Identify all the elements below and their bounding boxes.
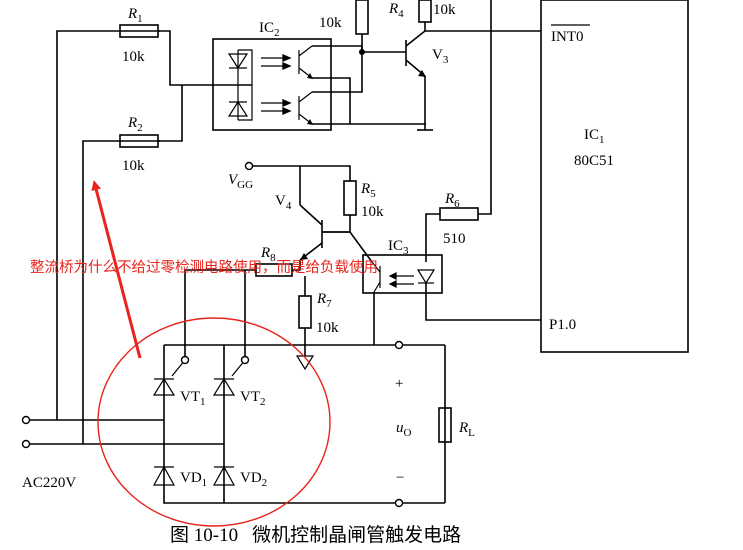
out-terminal-bottom xyxy=(394,498,404,508)
ic2-light-arrows xyxy=(261,54,292,115)
ic3-pt-collector xyxy=(371,261,381,273)
resistor-r4 xyxy=(418,0,432,23)
optocoupler-ic3 xyxy=(362,254,443,294)
ic2-emitter-arrow-1 xyxy=(307,73,313,79)
wire-r6-mcu xyxy=(478,0,492,215)
r1-label: R1 xyxy=(127,6,143,25)
r8-label: R8 xyxy=(260,245,276,264)
mcu-ic1-label: IC1 xyxy=(584,127,605,146)
r4-value: 10k xyxy=(433,2,456,18)
vt1-gate-terminal xyxy=(180,355,190,365)
vd1-label: VD1 xyxy=(180,470,207,489)
ic3-pt-emitter xyxy=(373,281,381,293)
v4-emitter-arrow xyxy=(300,253,308,260)
wire-r8 xyxy=(292,260,301,271)
v3-emitter-arrow xyxy=(418,70,426,77)
wire-r1-ic2 xyxy=(158,30,252,86)
rl-label: RL xyxy=(458,420,475,439)
annotation-text: 整流桥为什么不给过零检测电路使用，而是给负载使用 xyxy=(30,259,378,276)
wire-ac-top xyxy=(30,30,160,421)
diode-vd1 xyxy=(152,465,176,486)
ic3-led xyxy=(416,269,436,285)
ic2-led-bot xyxy=(238,85,253,121)
v4-label: V4 xyxy=(275,193,292,212)
r5-label: R5 xyxy=(360,181,376,200)
r6-label: R6 xyxy=(444,191,460,210)
r7-label: R7 xyxy=(316,291,332,310)
r1-value: 10k xyxy=(122,49,145,65)
uo-label: uO xyxy=(396,420,412,439)
vgg-label: VGG xyxy=(228,172,253,191)
thyristor-vt1 xyxy=(152,377,176,396)
v3-label: V3 xyxy=(432,47,449,66)
ic2-emitter-arrow-2 xyxy=(307,119,313,125)
mcu-chip-label: 80C51 xyxy=(574,153,614,169)
vt2-label: VT2 xyxy=(240,389,266,408)
r6-value: 510 xyxy=(443,231,466,247)
resistor-r5 xyxy=(343,180,357,216)
wire-ic2-emitter xyxy=(312,77,351,125)
mcu-p10-label: P1.0 xyxy=(549,317,576,333)
resistor-rl xyxy=(438,407,452,443)
uo-minus: − xyxy=(396,470,404,486)
ac-terminal-2 xyxy=(21,439,31,449)
v4-collector xyxy=(299,204,323,226)
vt1-label: VT1 xyxy=(180,389,206,408)
uo-plus: + xyxy=(395,376,403,392)
r2-value: 10k xyxy=(122,158,145,174)
ic2-led-top xyxy=(238,49,253,85)
wire-r6-ic3 xyxy=(425,213,440,262)
wire-r2-ic2 xyxy=(158,85,183,142)
thyristor-vt2 xyxy=(212,377,236,396)
wire-bridge-left xyxy=(163,345,445,504)
r2-label: R2 xyxy=(127,115,143,134)
wire-p10 xyxy=(425,283,541,321)
mcu-int0-label: INT0 xyxy=(551,29,584,45)
ic2-label: IC2 xyxy=(259,20,280,39)
vt2-gate-terminal xyxy=(240,355,250,365)
wire-vgg xyxy=(253,165,351,181)
r4-label: R4 xyxy=(388,1,404,20)
resistor-r3 xyxy=(355,0,369,35)
vd2-label: VD2 xyxy=(240,470,267,489)
wire-r5-v4 xyxy=(322,215,351,233)
r3-value: 10k xyxy=(319,15,342,31)
v3-collector xyxy=(405,30,426,47)
ic2-led-1 xyxy=(227,53,249,70)
resistor-r7 xyxy=(298,295,312,329)
mcu-ic1-box xyxy=(540,0,689,353)
source-label: AC220V xyxy=(22,475,76,491)
wire-ac-bottom xyxy=(30,140,160,445)
r7-value: 10k xyxy=(316,320,339,336)
wire-gates xyxy=(184,269,256,360)
ic2-led-2 xyxy=(227,100,249,117)
wire-ic2-collector xyxy=(312,45,363,93)
out-terminal-top xyxy=(394,340,404,350)
wire-v4-ic3 xyxy=(322,231,373,263)
optocoupler-ic2 xyxy=(212,38,332,131)
ac-terminal-1 xyxy=(21,415,31,425)
annotation-arrow xyxy=(91,180,142,359)
r5-value: 10k xyxy=(361,204,384,220)
vgg-terminal xyxy=(244,161,254,171)
annotation-circle xyxy=(97,317,331,527)
ic2-phototransistors xyxy=(298,45,313,125)
ic3-label: IC3 xyxy=(388,238,409,257)
ic3-light-arrows xyxy=(388,272,414,288)
diode-vd2 xyxy=(212,465,236,486)
